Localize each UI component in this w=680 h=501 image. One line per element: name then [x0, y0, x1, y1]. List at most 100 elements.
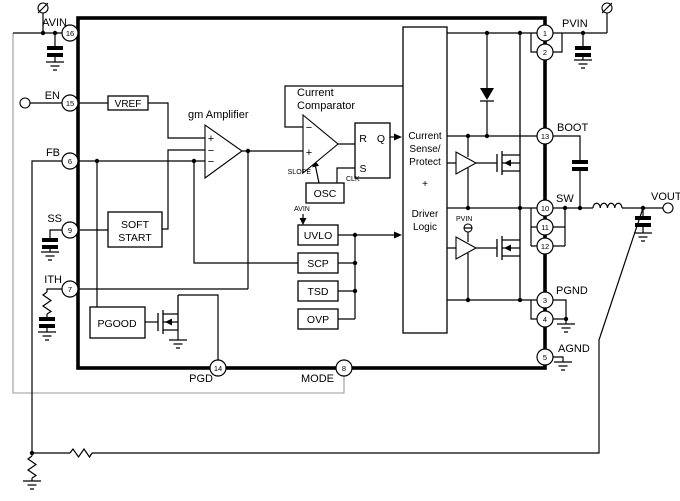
vref-block — [107, 95, 149, 111]
driver-logic-block — [402, 26, 448, 334]
ith-pin-label: ITH — [44, 274, 62, 286]
uvlo-block — [297, 224, 339, 246]
junction-dots — [29, 30, 646, 456]
pin-fb: 6 — [61, 152, 79, 170]
vin-terminal-slash — [37, 2, 49, 14]
pin-pgd: 14 — [209, 359, 227, 377]
svg-text:4: 4 — [543, 315, 547, 324]
ls-mosfet — [496, 208, 521, 300]
ic-outline — [76, 16, 547, 370]
wire-ith-rc — [46, 288, 62, 332]
pin-pgnd-3: 3 — [536, 291, 554, 309]
ground-symbol — [557, 323, 575, 333]
pgood-label: PGOOD — [97, 318, 137, 330]
ground-symbol — [38, 331, 56, 341]
driver-logic-label: Sense/ — [409, 144, 440, 155]
svg-text:12: 12 — [541, 242, 549, 251]
svg-text:9: 9 — [68, 226, 72, 235]
avin-supply-label: AVIN — [294, 206, 310, 213]
en-pin-label: EN — [45, 90, 60, 102]
boot-cap-plate — [572, 167, 588, 171]
pgood-block — [89, 306, 146, 339]
current-comparator-label: Comparator — [297, 100, 355, 112]
latch-r-label: R — [359, 133, 367, 145]
amp-minus-sign: − — [208, 156, 214, 168]
tsd-block — [297, 280, 339, 302]
latch-q-label: Q — [377, 133, 385, 145]
comparator-minus-sign: − — [306, 122, 312, 134]
boot-pin-label: BOOT — [557, 122, 588, 134]
wire-fb-to-scp — [193, 161, 298, 264]
wire-avin-input — [13, 13, 62, 62]
arrow-avin-uvlo — [299, 218, 307, 225]
ls-mosfet-arrow — [504, 244, 511, 252]
uvlo-label: UVLO — [304, 230, 333, 242]
hs-mosfet — [496, 33, 521, 208]
pin-pgnd-4: 4 — [536, 310, 554, 328]
wire-current-sense — [284, 85, 403, 128]
ith-cap-plate — [39, 317, 55, 321]
svg-text:5: 5 — [543, 353, 547, 362]
pgood-mosfet-arrow — [165, 318, 172, 326]
pin-pvin-2: 2 — [536, 43, 554, 61]
wire-sw-external — [530, 207, 663, 247]
wire-vout-feedback — [32, 207, 644, 454]
fb-top-resistor — [69, 447, 93, 459]
ground-symbol — [23, 480, 41, 490]
wire-mode-to-vin-gray — [12, 33, 345, 394]
osc-block — [305, 182, 345, 204]
vout-cap-plate — [635, 216, 651, 220]
pgd-pin-label: PGD — [189, 373, 213, 385]
svg-text:11: 11 — [541, 223, 549, 232]
ground-symbol — [634, 232, 652, 242]
fb-pin-label: FB — [46, 147, 60, 159]
pin-mode: 8 — [335, 359, 353, 377]
wire-fb-external — [31, 160, 62, 453]
pgnd-pin-label: PGND — [556, 285, 588, 297]
amp-plus-sign: + — [208, 133, 214, 145]
pgood-mosfet — [157, 295, 179, 334]
ground-symbol — [41, 251, 59, 261]
pvin-pin-label: PVIN — [562, 18, 588, 30]
svg-text:8: 8 — [342, 364, 346, 373]
pvin-cap-plate — [575, 46, 591, 50]
wire-slope — [314, 163, 320, 184]
hs-mosfet-arrow — [504, 159, 511, 167]
ovp-block — [297, 308, 339, 330]
comparator-plus-sign: + — [306, 147, 312, 159]
slope-label: SLOPE — [288, 169, 312, 176]
ss-pin-label: SS — [47, 213, 62, 225]
ground-symbol — [554, 361, 572, 371]
tsd-label: TSD — [308, 286, 329, 298]
current-comparator — [302, 113, 339, 175]
avin-cap-plate — [47, 46, 63, 50]
ss-cap-plate — [42, 245, 58, 249]
pin-avin: 16 — [61, 24, 79, 42]
soft-start-block — [107, 211, 163, 248]
agnd-pin-label: AGND — [558, 343, 590, 355]
pin-sw-12: 12 — [536, 237, 554, 255]
latch-s-label: S — [359, 163, 366, 175]
svg-text:7: 7 — [68, 285, 72, 294]
current-comparator-label: Current — [297, 87, 334, 99]
wire-softstart-to-amp — [162, 149, 205, 230]
driver-logic-label: Driver — [412, 209, 439, 220]
wire-pvin-external — [530, 13, 608, 60]
wire-vref-to-amp — [148, 102, 205, 139]
output-inductor — [592, 202, 623, 209]
avin-pin-label: AVIN — [42, 17, 67, 29]
scp-label: SCP — [307, 258, 329, 270]
boot-diode-leads — [480, 33, 494, 136]
pin-pvin-1: 1 — [536, 24, 554, 42]
pin-en: 15 — [61, 94, 79, 112]
pin-boot: 13 — [536, 127, 554, 145]
wire-pgd — [177, 294, 219, 360]
svg-text:13: 13 — [541, 132, 549, 141]
driver-logic-label: Current — [408, 131, 442, 142]
ith-cap-plate — [39, 324, 55, 328]
soft-start-label: START — [118, 232, 152, 244]
amp-minus-sign: − — [208, 145, 214, 157]
ground-symbol — [46, 61, 64, 71]
gm-amplifier — [204, 123, 243, 180]
